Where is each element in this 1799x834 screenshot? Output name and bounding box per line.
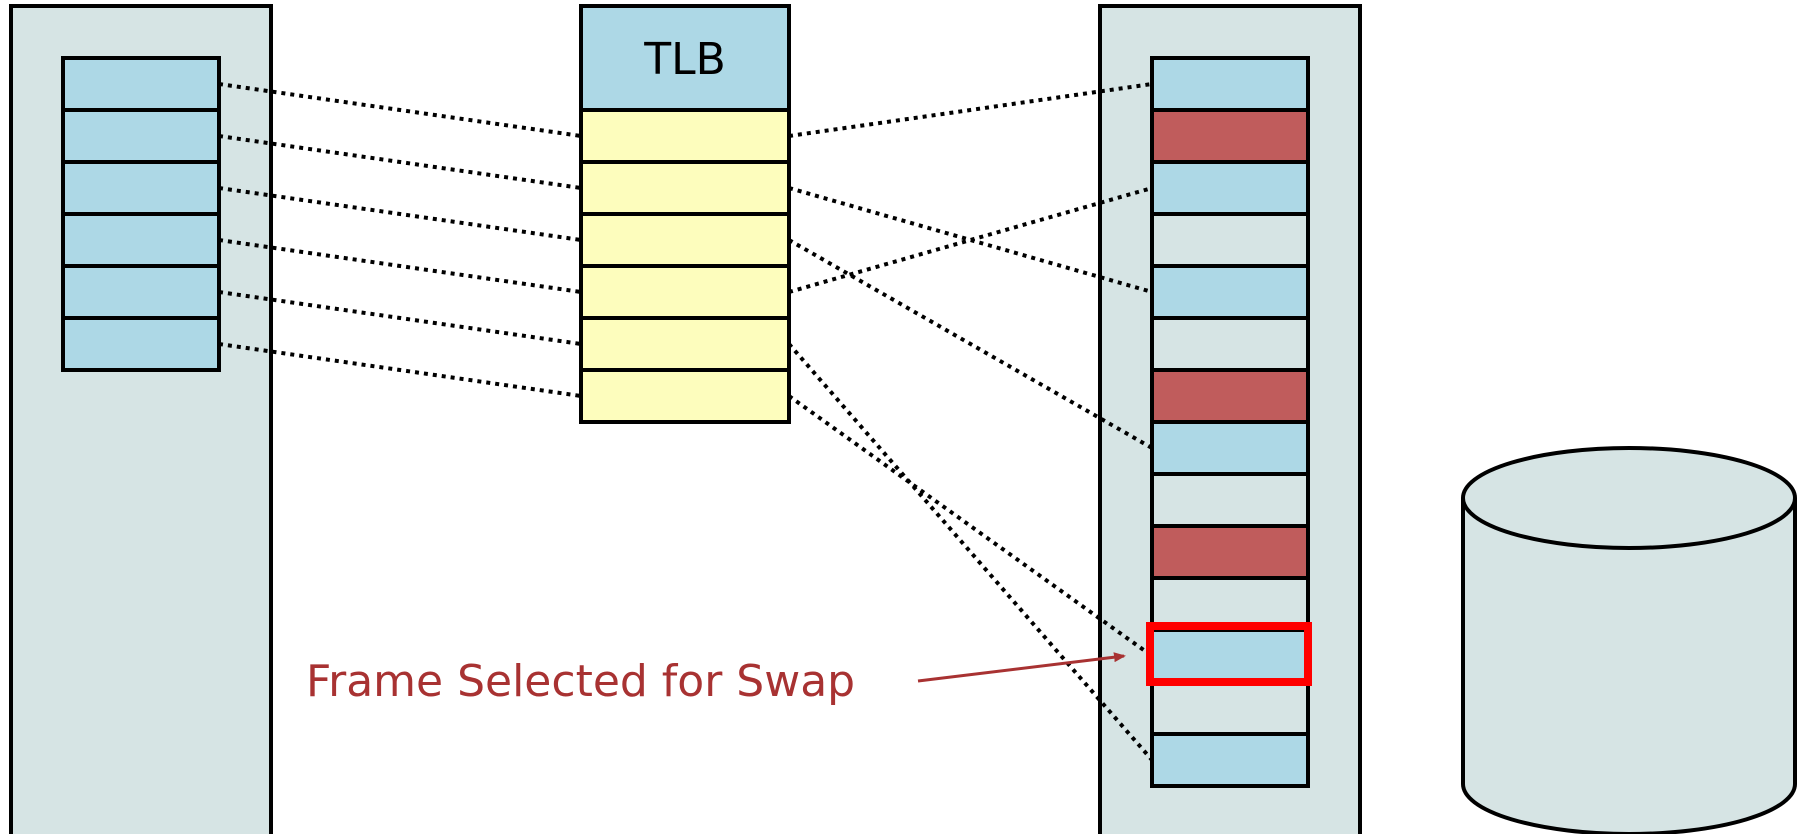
disk-cylinder-icon [1461,446,1797,834]
mapping-line [787,394,1154,658]
tlb: TLB [579,4,791,424]
swap-callout-text: Frame Selected for Swap [306,656,855,707]
mapping-line [218,290,582,346]
tlb-entries [579,108,791,424]
virtual-page [61,108,221,164]
mapping-line [218,342,582,398]
mapping-line [218,238,582,294]
callout-arrow [917,652,1126,683]
tlb-entry [579,160,791,216]
tlb-entry [579,108,791,164]
virtual-pages [61,56,221,372]
virtual-page [61,264,221,320]
physical-frame-empty [1150,576,1310,632]
physical-frame-blue [1150,160,1310,216]
tlb-label: TLB [643,34,726,85]
physical-frame-selected [1150,628,1310,684]
physical-frame-red [1150,108,1310,164]
mapping-line [788,82,1153,138]
tlb-entry [579,264,791,320]
physical-frames [1150,56,1310,788]
physical-frame-red [1150,368,1310,424]
mapping-line [218,186,582,242]
disk-top [1461,446,1797,550]
mapping-line [218,82,582,138]
tlb-entry [579,212,791,268]
mapping-line [787,342,1154,762]
physical-frame-blue [1150,420,1310,476]
virtual-page [61,316,221,372]
physical-frame-blue [1150,56,1310,112]
tlb-entry [579,316,791,372]
virtual-page [61,56,221,112]
physical-frame-empty [1150,680,1310,736]
physical-frame-empty [1150,316,1310,372]
physical-frame-empty [1150,472,1310,528]
physical-frame-empty [1150,212,1310,268]
tlb-to-frame-links [787,82,1154,762]
selected-frame-highlight [1146,622,1312,686]
virtual-page [61,212,221,268]
mapping-line [788,238,1153,450]
mapping-line [218,134,582,190]
virtual-to-tlb-links [218,82,582,398]
physical-frame-blue [1150,732,1310,788]
virtual-page [61,160,221,216]
physical-frame-red [1150,524,1310,580]
physical-frame-blue [1150,264,1310,320]
tlb-entry [579,368,791,424]
